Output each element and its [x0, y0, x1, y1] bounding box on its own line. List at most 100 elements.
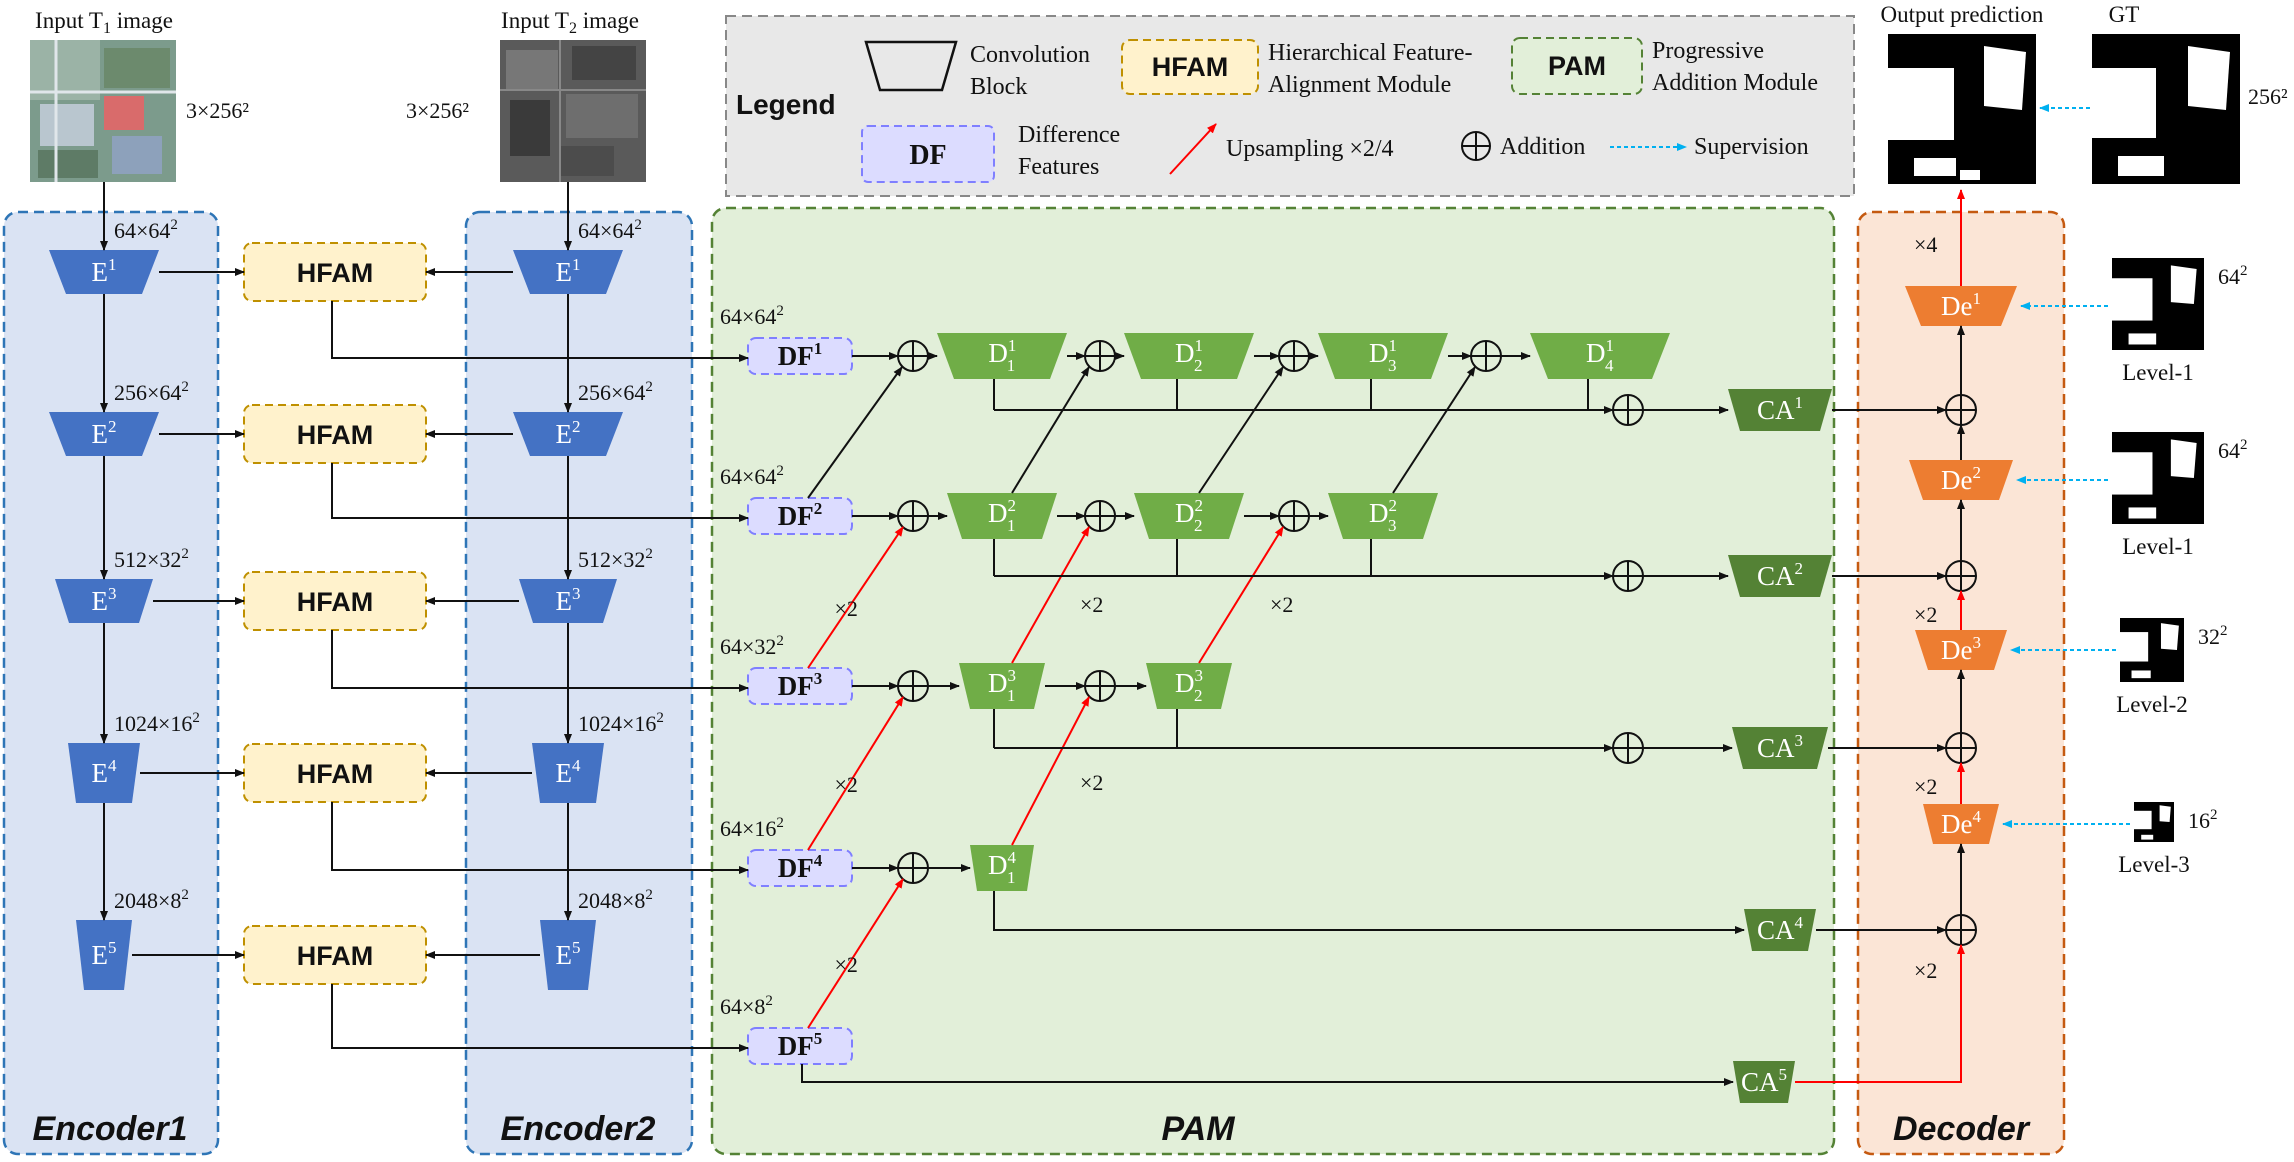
legend: Legend Convolution Block HFAM Hierarchic… [725, 15, 1855, 197]
encoder2-block-label-3: E3 [556, 584, 581, 616]
pam-block-2-3 [1328, 493, 1438, 539]
encoder2-block-3 [519, 579, 617, 623]
encoder2-block-4 [532, 743, 604, 803]
decoder-block-label-1: De1 [1941, 289, 1981, 321]
df4-upsample [807, 696, 904, 851]
supervision-level-1: Level-1 [2122, 360, 2194, 385]
df-label-2: DF2 [778, 499, 823, 531]
ca-block-1 [1728, 389, 1832, 431]
supervision-level-4: Level-3 [2118, 852, 2190, 877]
encoder1-block-2 [49, 412, 159, 456]
ca-block-3 [1732, 727, 1828, 769]
df5-upsample-label: ×2 [835, 952, 858, 977]
df-label-4: DF4 [778, 851, 823, 883]
encoder1-region [2, 210, 220, 1156]
decoder-block-4 [1923, 804, 1999, 844]
ca-block-2 [1728, 555, 1832, 597]
pam-add-1-1 [897, 340, 929, 372]
legend-pam-abbr: PAM [1548, 51, 1606, 81]
output-prediction-label: Output prediction [1881, 2, 2044, 27]
legend-df-text-2: Features [1018, 154, 1099, 180]
supervision-mask-1-shape-2 [2170, 265, 2197, 304]
decoder-scale-label-2: ×2 [1914, 602, 1937, 627]
encoder1-block-label-5: E5 [92, 938, 117, 970]
input-t1-label: Input T1 image [35, 8, 173, 37]
decoder-block-2 [1909, 460, 2013, 500]
encoder1-block-4 [68, 743, 140, 803]
legend-df-box [861, 125, 995, 183]
df-label-5: DF5 [778, 1029, 823, 1061]
df-dim-3: 64×322 [720, 633, 784, 659]
decoder-add-4 [1945, 914, 1977, 946]
skip-2-3 [1392, 366, 1476, 494]
decoder-block-label-4: De4 [1941, 807, 1981, 839]
hfam-label-1: HFAM [297, 258, 374, 288]
encoder2-block-label-4: E4 [556, 756, 582, 788]
legend-df-text-1: Difference [1018, 122, 1120, 148]
skip-4-1 [1011, 696, 1090, 846]
encoder2-block-2 [513, 412, 623, 456]
legend-title: Legend [736, 89, 836, 120]
ca-label-5: CA5 [1741, 1065, 1787, 1097]
supervision-mask-2-shape-3 [2128, 507, 2157, 519]
decoder-block-label-2: De2 [1941, 463, 1981, 495]
pam-upsample-label-2: ×2 [1080, 770, 1103, 795]
hfam-to-df-5 [331, 984, 749, 1052]
pam-upsample-label-1: ×2 [1080, 592, 1103, 617]
agg-add-1 [1612, 394, 1644, 426]
ca-label-4: CA4 [1757, 913, 1804, 945]
pam-add-2-3 [1278, 500, 1310, 532]
legend-upsample-arrow [1169, 123, 1217, 175]
supervision-level-3: Level-2 [2116, 692, 2188, 717]
pam-block-1-4 [1530, 333, 1670, 379]
supervision-mask-3-shape-2 [2160, 623, 2179, 650]
skip-2-1 [1011, 366, 1090, 494]
ca-label-2: CA2 [1757, 559, 1803, 591]
legend-upsample-text: Upsampling ×2/4 [1226, 136, 1394, 162]
df-dim-4: 64×162 [720, 815, 784, 841]
encoder1-block-label-1: E1 [92, 255, 117, 287]
legend-conv-text-1: Convolution [970, 42, 1090, 68]
supervision-mask-4-shape-3 [2141, 834, 2154, 840]
pam-block-3-1 [959, 663, 1045, 709]
df5-upsample [807, 878, 904, 1029]
supervision-dim-3: 322 [2198, 623, 2228, 649]
decoder-scale-label-3: ×2 [1914, 774, 1937, 799]
hfam-to-df-1 [331, 301, 749, 362]
ca-block-5 [1733, 1061, 1795, 1103]
legend-addition-text: Addition [1500, 134, 1585, 160]
legend-addition-icon [1461, 131, 1491, 161]
encoder1-block-5 [76, 920, 132, 990]
skip-3-2 [1198, 526, 1284, 664]
pam-add-2-1 [897, 500, 929, 532]
legend-pam-box [1511, 37, 1643, 95]
encoder2-title: Encoder2 [501, 1110, 656, 1148]
pam-add-1-3 [1278, 340, 1310, 372]
gt-image [2092, 34, 2240, 184]
pam-add-1-4 [1470, 340, 1502, 372]
encoder1-dim-2: 256×642 [114, 379, 189, 405]
encoder2-block-1 [513, 250, 623, 294]
encoder1-dim-4: 1024×162 [114, 710, 200, 736]
encoder1-dim-1: 64×642 [114, 217, 178, 243]
encoder2-block-5 [540, 920, 596, 990]
encoder1-dim-5: 2048×82 [114, 887, 189, 913]
encoder2-block-label-1: E1 [556, 255, 581, 287]
legend-pam-text-2: Addition Module [1652, 70, 1818, 96]
ca5-to-add4 [1795, 944, 1965, 1083]
skip-3-1 [1011, 526, 1090, 664]
pam-add-3-2 [1084, 670, 1116, 702]
supervision-dim-2: 642 [2218, 437, 2248, 463]
df-label-1: DF1 [778, 339, 823, 371]
encoder1-block-label-4: E4 [92, 756, 118, 788]
supervision-dim-1: 642 [2218, 263, 2248, 289]
